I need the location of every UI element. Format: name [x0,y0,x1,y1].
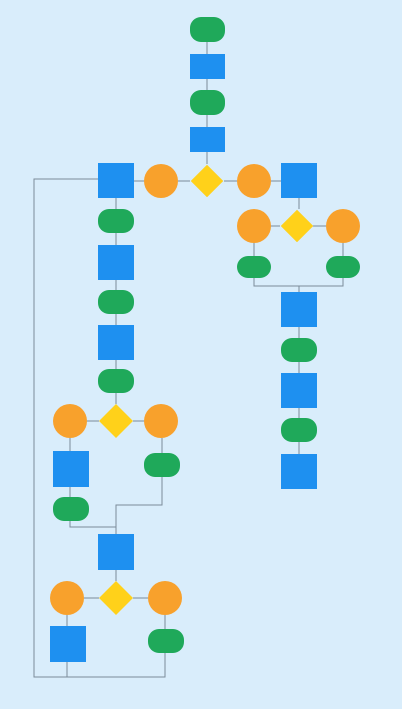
terminal-node[interactable] [281,418,317,442]
process-node[interactable] [281,292,317,327]
decision-diamond-shape [99,581,133,615]
terminal-node[interactable] [237,256,271,278]
process-node[interactable] [98,245,134,280]
connector-circle-node[interactable] [148,581,182,615]
connector-line [33,178,98,678]
connector-circle-node[interactable] [326,209,360,243]
connector-circle-node[interactable] [237,209,271,243]
process-node[interactable] [98,534,134,570]
connector-line [299,278,344,287]
terminal-node[interactable] [98,209,134,233]
process-node[interactable] [190,54,225,79]
terminal-node[interactable] [190,90,225,115]
process-node[interactable] [281,373,317,408]
terminal-node[interactable] [326,256,360,278]
connector-line [115,477,163,534]
connector-line [67,653,166,678]
process-node[interactable] [50,626,86,662]
terminal-node[interactable] [98,290,134,314]
decision-diamond-shape [280,209,313,242]
connector-circle-node[interactable] [53,404,87,438]
decision-node[interactable] [280,209,313,242]
process-node[interactable] [281,454,317,489]
terminal-node[interactable] [190,17,225,42]
process-node[interactable] [98,163,134,198]
process-node[interactable] [53,451,89,487]
connector-circle-node[interactable] [144,164,178,198]
terminal-node[interactable] [148,629,184,653]
terminal-node[interactable] [98,369,134,393]
terminal-node[interactable] [281,338,317,362]
process-node[interactable] [98,325,134,360]
terminal-node[interactable] [144,453,180,477]
decision-diamond-shape [190,164,223,197]
terminal-node[interactable] [53,497,89,521]
connector-line [69,521,117,534]
connector-circle-node[interactable] [50,581,84,615]
connector-circle-node[interactable] [237,164,271,198]
decision-node[interactable] [99,404,133,438]
connector-line [253,278,300,292]
decision-diamond-shape [99,404,133,438]
process-node[interactable] [190,127,225,152]
decision-node[interactable] [99,581,133,615]
connector-circle-node[interactable] [144,404,178,438]
decision-node[interactable] [190,164,223,197]
process-node[interactable] [281,163,317,198]
